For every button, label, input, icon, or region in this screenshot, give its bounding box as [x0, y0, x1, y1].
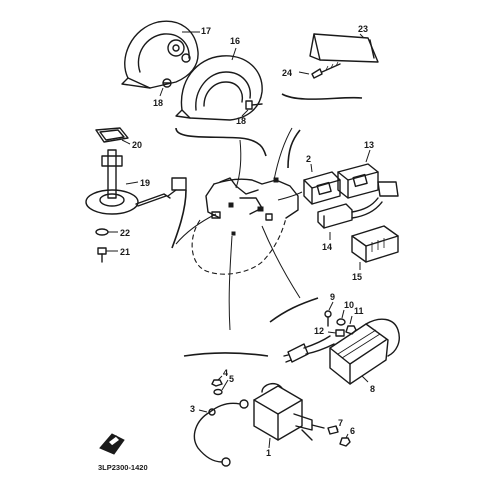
- callout-16: 16: [230, 36, 240, 46]
- callout-18a: 18: [153, 98, 163, 108]
- callout-21: 21: [120, 247, 130, 257]
- callout-13: 13: [364, 140, 374, 150]
- regulator-washer: [336, 318, 346, 326]
- callout-17: 17: [201, 26, 211, 36]
- fuel-sender-unit: [85, 149, 187, 215]
- callout-10: 10: [344, 300, 354, 310]
- callout-4: 4: [223, 368, 228, 378]
- license-light-screw: [311, 61, 341, 79]
- callout-9: 9: [330, 292, 335, 302]
- starter-lead-wire: [193, 399, 249, 467]
- callout-2: 2: [306, 154, 311, 164]
- frame-outline: [191, 177, 299, 275]
- callout-8: 8: [370, 384, 375, 394]
- callout-23: 23: [358, 24, 368, 34]
- relay-13: [337, 163, 399, 199]
- front-direction-icon: [99, 433, 125, 455]
- starter-relay: [253, 382, 325, 441]
- fuel-sender-bolt: [97, 247, 107, 263]
- regulator-collar: [335, 329, 345, 337]
- regulator-connector: [283, 335, 335, 363]
- horn-front: [175, 55, 263, 121]
- callout-15: 15: [352, 272, 362, 282]
- callout-3: 3: [190, 404, 195, 414]
- callout-22: 22: [120, 228, 130, 238]
- starter-washer-5: [213, 388, 223, 396]
- fuel-sender-gasket: [95, 127, 129, 143]
- callout-6: 6: [350, 426, 355, 436]
- horn-bolt-a: [162, 78, 172, 88]
- callout-12: 12: [314, 326, 324, 336]
- starter-nut-6: [339, 437, 351, 447]
- callout-20: 20: [132, 140, 142, 150]
- fuel-sender-washer: [95, 228, 109, 236]
- callout-7: 7: [338, 418, 343, 428]
- horn-rear: [121, 20, 199, 89]
- callout-11: 11: [354, 306, 364, 316]
- regulator-bolt: [324, 310, 332, 327]
- horn-bolt-b: [245, 100, 263, 110]
- starter-bolt-7: [327, 425, 339, 435]
- regulator-unit: [329, 318, 400, 385]
- regulator-nut: [345, 325, 357, 335]
- callout-1: 1: [266, 448, 271, 458]
- relay-2: [303, 171, 341, 205]
- diagram-code: 3LP2300-1420: [98, 463, 148, 472]
- relay-15: [351, 225, 399, 263]
- callout-19: 19: [140, 178, 150, 188]
- starter-bolt-4: [211, 379, 223, 387]
- callout-24: 24: [282, 68, 292, 78]
- relay-14: [317, 197, 383, 229]
- license-light-lens: [309, 33, 379, 63]
- callout-5: 5: [229, 374, 234, 384]
- callout-14: 14: [322, 242, 332, 252]
- callout-18b: 18: [236, 116, 246, 126]
